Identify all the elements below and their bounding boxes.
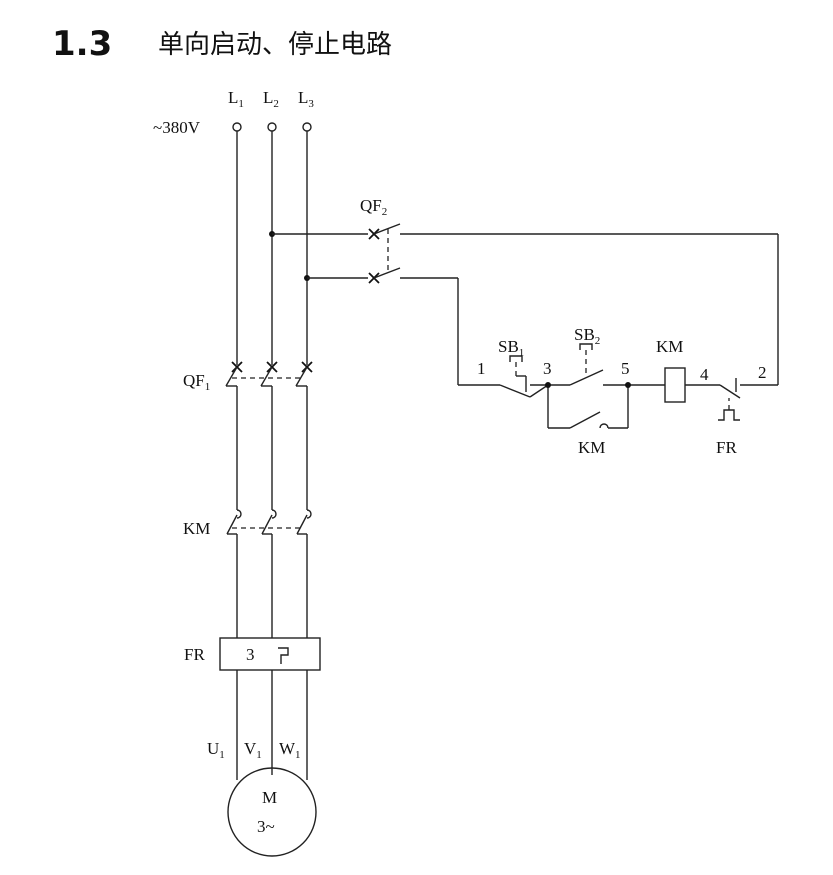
phase-l2-label: L2 xyxy=(263,88,279,110)
terminal-v1: V1 xyxy=(244,739,262,761)
control-circuit xyxy=(457,234,779,429)
node-dot-5 xyxy=(625,382,631,388)
node-4-label: 4 xyxy=(700,365,709,384)
qf2-label: QF2 xyxy=(360,196,387,218)
node-2-label: 2 xyxy=(758,363,767,382)
terminal-u1: U1 xyxy=(207,739,225,761)
km-main-label: KM xyxy=(183,519,210,538)
sb1-label: SB1 xyxy=(498,337,524,359)
phase-l3-label: L3 xyxy=(298,88,314,110)
node-5-label: 5 xyxy=(621,359,630,378)
overload-poles: 3 xyxy=(246,645,255,664)
motor-symbol xyxy=(227,767,317,857)
qf1-breaker xyxy=(225,361,313,387)
thermal-icon xyxy=(278,647,289,664)
node-1-label: 1 xyxy=(477,359,486,378)
fr-contact-label: FR xyxy=(716,438,737,457)
section-number: 1.3 xyxy=(52,24,112,64)
overload-relay xyxy=(219,637,321,671)
node-3-label: 3 xyxy=(543,359,552,378)
qf1-label: QF1 xyxy=(183,371,210,393)
motor-label: M xyxy=(262,788,277,807)
overload-label: FR xyxy=(184,645,205,664)
sb2-label: SB2 xyxy=(574,325,600,347)
power-lines xyxy=(236,131,308,780)
section-title: 单向启动、停止电路 xyxy=(158,30,392,60)
supply-voltage: ~380V xyxy=(153,118,201,137)
coil-label: KM xyxy=(656,337,683,356)
node-dot-3 xyxy=(545,382,551,388)
motor-phase: 3~ xyxy=(257,817,275,836)
qf2-breaker xyxy=(272,223,778,284)
terminal-w1: W1 xyxy=(279,739,301,761)
supply-terminals xyxy=(232,122,312,132)
aux-contact-label: KM xyxy=(578,438,605,457)
phase-l1-label: L1 xyxy=(228,88,244,110)
km-main-contacts xyxy=(226,509,312,535)
